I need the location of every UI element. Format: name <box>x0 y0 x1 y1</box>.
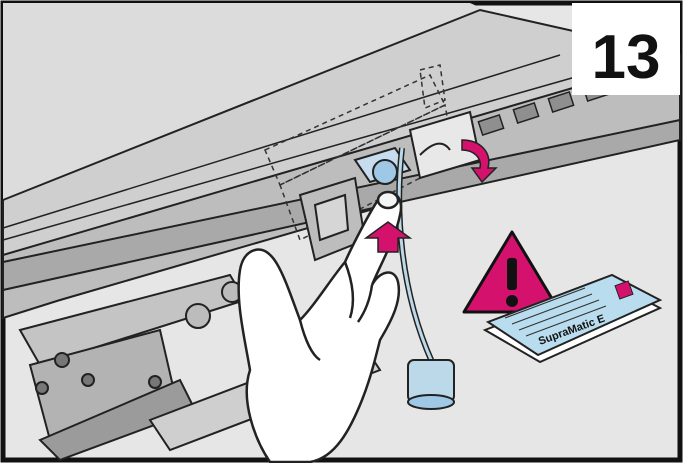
step-number: 13 <box>592 23 661 92</box>
pull-cord-knob <box>408 360 454 409</box>
